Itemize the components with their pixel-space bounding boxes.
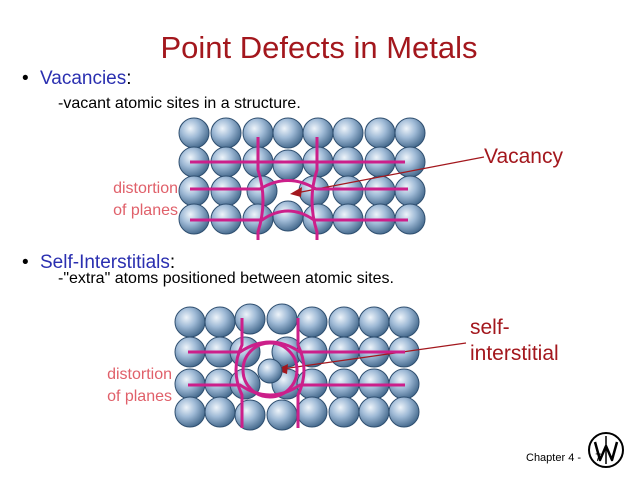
atom: [234, 303, 266, 335]
atom: [204, 396, 236, 428]
interstitial-ring: [241, 341, 299, 399]
atom: [178, 117, 210, 149]
atom: [328, 396, 360, 428]
bullet-term-vacancies: Vacancies: [40, 68, 127, 89]
atom: [174, 396, 206, 428]
atom: [266, 399, 298, 431]
bullet-colon: :: [169, 252, 176, 273]
self-interstitials-description: -"extra" atoms positioned between atomic…: [58, 270, 394, 287]
vertical-plane: [234, 318, 244, 428]
vacancy-callout: Vacancy: [484, 145, 563, 168]
vacancy-arrow: [290, 156, 485, 197]
atom: [234, 399, 266, 431]
callout-line2: interstitial: [470, 342, 559, 365]
wiley-logo-icon: [588, 432, 624, 468]
bullet-marker: •: [22, 252, 29, 273]
chapter-label: Chapter 4 -: [526, 452, 582, 464]
bullet-self-interstitials: • Self-Interstitials:: [22, 252, 175, 274]
atom: [358, 396, 390, 428]
distortion-label-interstitial: distortion of planes: [72, 364, 172, 408]
atom: [210, 117, 242, 149]
bullet-vacancies: • Vacancies:: [22, 68, 132, 90]
atom: [296, 306, 328, 338]
atom: [394, 175, 426, 207]
atom: [272, 200, 304, 232]
atom: [210, 175, 242, 207]
bullet-marker: •: [22, 68, 29, 89]
atom: [272, 117, 304, 149]
atom: [296, 396, 328, 428]
atom: [332, 117, 364, 149]
atom: [388, 306, 420, 338]
atom: [272, 149, 304, 181]
slide-title: Point Defects in Metals: [160, 30, 478, 65]
atom: [178, 175, 210, 207]
horizontal-plane: [190, 179, 408, 191]
bullet-colon: :: [126, 68, 132, 89]
atom: [328, 306, 360, 338]
atom: [204, 306, 236, 338]
vacancy-lattice-planes: [190, 137, 408, 240]
callout-line1: self-: [470, 316, 510, 339]
vertical-plane: [296, 318, 306, 428]
horizontal-plane: [188, 383, 405, 397]
vacancy-lattice-atoms: [178, 117, 426, 235]
vertical-plane: [310, 137, 319, 240]
distortion-line2: of planes: [113, 202, 178, 219]
bullet-term-self-interstitials: Self-Interstitials: [40, 252, 170, 273]
distortion-label-vacancy: distortion of planes: [80, 178, 178, 222]
atom: [266, 303, 298, 335]
atom: [394, 117, 426, 149]
vacancies-description: -vacant atomic sites in a structure.: [58, 95, 301, 112]
distortion-line1: distortion: [113, 180, 178, 197]
self-interstitial-callout: self- interstitial: [470, 315, 559, 367]
atom: [364, 175, 396, 207]
distortion-line2: of planes: [107, 388, 172, 405]
distortion-line1: distortion: [107, 366, 172, 383]
atom: [388, 396, 420, 428]
interstitial-atom: [257, 358, 283, 384]
atom: [174, 306, 206, 338]
interstitial-lattice-planes: [188, 318, 405, 428]
atom: [358, 306, 390, 338]
atom: [364, 117, 396, 149]
vertical-plane: [256, 137, 265, 240]
